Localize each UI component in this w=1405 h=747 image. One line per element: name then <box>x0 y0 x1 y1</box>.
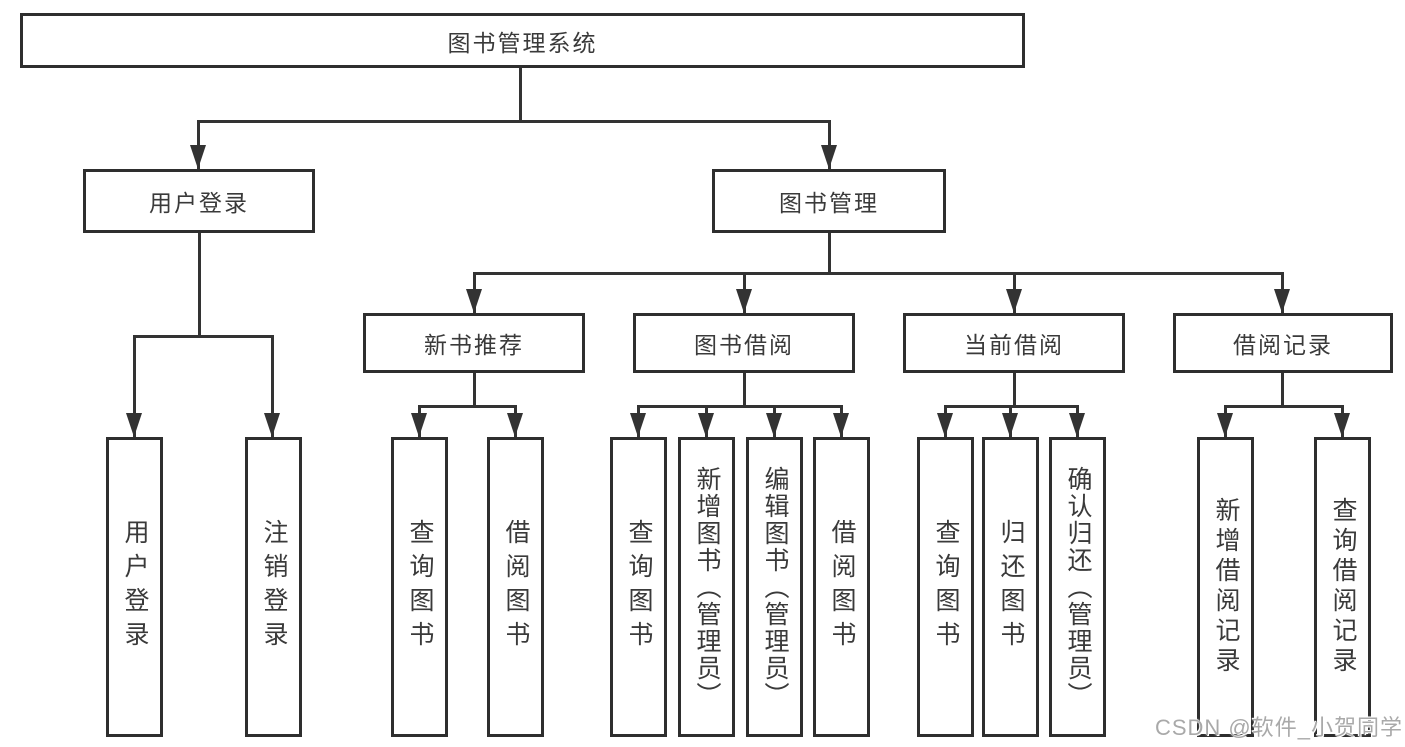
arrow-down-icon <box>630 413 646 437</box>
connector-book-borrow-bus <box>637 405 842 408</box>
arrow-down-icon <box>411 413 427 437</box>
connector-drop-leaf <box>271 335 274 437</box>
arrow-down-icon <box>507 413 523 437</box>
leaf-label: 编辑图书（管理员） <box>761 465 789 709</box>
leaf-current-borrow-return: 归还图书 <box>982 437 1039 737</box>
node-borrow-record-label: 借阅记录 <box>1233 332 1333 358</box>
arrow-down-icon <box>1217 413 1233 437</box>
arrow-down-icon <box>466 289 482 313</box>
leaf-label: 查询图书 <box>932 519 960 655</box>
leaf-current-borrow-query: 查询图书 <box>917 437 974 737</box>
connector-user-login-bus <box>133 335 274 338</box>
node-new-book-recommend: 新书推荐 <box>363 313 585 373</box>
leaf-label: 确认归还（管理员） <box>1064 465 1092 709</box>
leaf-label: 查询图书 <box>625 519 653 655</box>
connector-drop-leaf <box>133 335 136 437</box>
node-root: 图书管理系统 <box>20 13 1025 68</box>
leaf-book-borrow-borrow: 借阅图书 <box>813 437 870 737</box>
node-book-borrow-label: 图书借阅 <box>694 332 794 358</box>
connector-user-login-stem <box>198 233 201 337</box>
connector-root-stem <box>519 68 522 123</box>
connector-drop-user-login <box>197 120 200 169</box>
connector-new-book-bus <box>418 405 517 408</box>
connector-book-management-stem <box>828 233 831 275</box>
arrow-down-icon <box>1334 413 1350 437</box>
leaf-borrow-record-query: 查询借阅记录 <box>1314 437 1371 737</box>
leaf-label: 新增借阅记录 <box>1212 497 1240 677</box>
leaf-label: 新增图书（管理员） <box>693 465 721 709</box>
connector-book-borrow-stem <box>743 373 746 407</box>
node-borrow-record: 借阅记录 <box>1173 313 1393 373</box>
arrow-down-icon <box>1006 289 1022 313</box>
node-current-borrow: 当前借阅 <box>903 313 1125 373</box>
arrow-down-icon <box>766 413 782 437</box>
watermark: CSDN @软件_小贺同学 <box>1154 715 1403 740</box>
connector-borrow-record-stem <box>1281 373 1284 407</box>
connector-current-borrow-stem <box>1013 373 1016 407</box>
arrow-down-icon <box>1069 413 1085 437</box>
leaf-book-borrow-add-admin: 新增图书（管理员） <box>678 437 735 737</box>
leaf-new-book-query: 查询图书 <box>391 437 448 737</box>
leaf-label: 借阅图书 <box>502 519 530 655</box>
connector-root-bus <box>197 120 831 123</box>
node-current-borrow-label: 当前借阅 <box>964 332 1064 358</box>
arrow-down-icon <box>1002 413 1018 437</box>
leaf-book-borrow-edit-admin: 编辑图书（管理员） <box>746 437 803 737</box>
connector-book-management-bus <box>473 272 1283 275</box>
leaf-label: 借阅图书 <box>828 519 856 655</box>
connector-new-book-stem <box>473 373 476 407</box>
node-book-management-label: 图书管理 <box>779 190 879 216</box>
leaf-label: 用户登录 <box>121 519 149 655</box>
leaf-borrow-record-add: 新增借阅记录 <box>1197 437 1254 737</box>
arrow-down-icon <box>833 413 849 437</box>
leaf-book-borrow-query: 查询图书 <box>610 437 667 737</box>
leaf-current-borrow-confirm-admin: 确认归还（管理员） <box>1049 437 1106 737</box>
leaf-label: 归还图书 <box>997 519 1025 655</box>
node-root-label: 图书管理系统 <box>447 29 598 56</box>
arrow-down-icon <box>736 289 752 313</box>
leaf-new-book-borrow: 借阅图书 <box>487 437 544 737</box>
arrow-down-icon <box>190 145 206 169</box>
connector-drop-book-management <box>828 120 831 169</box>
arrow-down-icon <box>937 413 953 437</box>
leaf-user-login: 用户登录 <box>106 437 163 737</box>
node-book-borrow: 图书借阅 <box>633 313 855 373</box>
node-user-login-label: 用户登录 <box>149 190 249 216</box>
node-user-login: 用户登录 <box>83 169 315 233</box>
leaf-label: 查询图书 <box>406 519 434 655</box>
arrow-down-icon <box>126 413 142 437</box>
arrow-down-icon <box>264 413 280 437</box>
node-new-book-recommend-label: 新书推荐 <box>424 332 524 358</box>
arrow-down-icon <box>698 413 714 437</box>
leaf-label: 注销登录 <box>260 519 288 655</box>
connector-borrow-record-bus <box>1224 405 1344 408</box>
arrow-down-icon <box>1274 289 1290 313</box>
arrow-down-icon <box>821 145 837 169</box>
leaf-logout: 注销登录 <box>245 437 302 737</box>
node-book-management: 图书管理 <box>712 169 946 233</box>
leaf-label: 查询借阅记录 <box>1329 497 1357 677</box>
